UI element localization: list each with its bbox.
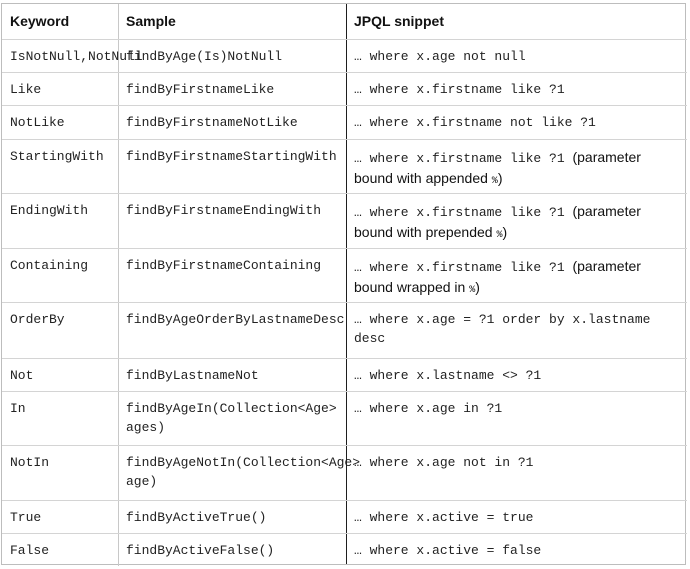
percent-symbol: % bbox=[496, 230, 503, 241]
percent-symbol: % bbox=[469, 285, 476, 296]
table-row: EndingWith findByFirstnameEndingWith … w… bbox=[2, 194, 687, 249]
sample-cell: findByActiveFalse() bbox=[126, 543, 275, 558]
table-row: Not findByLastnameNot … where x.lastname… bbox=[2, 359, 687, 392]
jpql-keyword-table: Keyword Sample JPQL snippet IsNotNull,No… bbox=[1, 3, 687, 566]
sample-cell: findByAgeNotIn(Collection<Age> age) bbox=[118, 446, 360, 489]
keyword-cell: StartingWith bbox=[10, 149, 104, 164]
jpql-cell: … where x.firstname like ?1 bbox=[354, 82, 565, 97]
jpql-cell: … where x.active = false bbox=[354, 543, 542, 558]
keyword-cell: False bbox=[10, 543, 50, 558]
keyword-cell: Containing bbox=[10, 258, 89, 273]
jpql-cell: … where x.lastname <> ?1 bbox=[354, 368, 542, 383]
jpql-code-line2: desc bbox=[354, 331, 386, 346]
jpql-cell: … where x.age not null bbox=[354, 49, 526, 64]
jpql-cell: … where x.active = true bbox=[354, 510, 534, 525]
header-keyword: Keyword bbox=[10, 13, 70, 29]
column-divider-1 bbox=[118, 4, 119, 566]
column-divider-2 bbox=[346, 4, 347, 564]
percent-symbol: % bbox=[491, 176, 498, 187]
jpql-code: … where x.firstname like ?1 bbox=[354, 260, 565, 275]
keyword-cell: Not bbox=[10, 368, 34, 383]
jpql-note: (parameter bbox=[572, 149, 641, 165]
jpql-note-close: ) bbox=[502, 224, 508, 240]
jpql-note-line2: bound with appended %) bbox=[354, 170, 686, 187]
jpql-note-text: bound with appended bbox=[354, 170, 488, 186]
jpql-note-close: ) bbox=[475, 279, 480, 295]
jpql-cell: … where x.firstname not like ?1 bbox=[354, 115, 596, 130]
keyword-cell: OrderBy bbox=[10, 312, 65, 327]
header-sample: Sample bbox=[126, 13, 176, 29]
keyword-cell: In bbox=[10, 401, 26, 416]
jpql-code: … where x.firstname like ?1 bbox=[354, 151, 565, 166]
sample-code: findByAgeNotIn(Collection<Age> bbox=[126, 455, 361, 470]
table-row: IsNotNull,NotNull findByAge(Is)NotNull …… bbox=[2, 40, 687, 73]
jpql-cell: … where x.firstname like ?1 (parameter b… bbox=[346, 194, 686, 241]
sample-cell: findByFirstnameLike bbox=[126, 82, 275, 97]
jpql-cell: … where x.age in ?1 bbox=[354, 401, 503, 416]
table-row: Like findByFirstnameLike … where x.first… bbox=[2, 73, 687, 106]
table-header-row: Keyword Sample JPQL snippet bbox=[2, 4, 687, 40]
jpql-note-line2: bound with prepended %) bbox=[354, 224, 686, 241]
jpql-note: (parameter bbox=[572, 203, 641, 219]
sample-cell: findByFirstnameNotLike bbox=[126, 115, 298, 130]
table-row: OrderBy findByAgeOrderByLastnameDesc … w… bbox=[2, 303, 687, 359]
table-row: NotIn findByAgeNotIn(Collection<Age> age… bbox=[2, 446, 687, 501]
jpql-code: … where x.age = ?1 order by x.lastname bbox=[354, 312, 651, 327]
table-row: False findByActiveFalse() … where x.acti… bbox=[2, 534, 687, 566]
jpql-note-text: bound with prepended bbox=[354, 224, 493, 240]
jpql-note-text: bound wrapped in bbox=[354, 279, 466, 295]
jpql-cell: … where x.age = ?1 order by x.lastname d… bbox=[346, 303, 686, 346]
sample-code-line2: ages) bbox=[126, 420, 166, 435]
sample-cell: findByAgeOrderByLastnameDesc bbox=[126, 312, 345, 327]
jpql-cell: … where x.age not in ?1 bbox=[354, 455, 534, 470]
header-jpql-snippet: JPQL snippet bbox=[354, 13, 444, 29]
jpql-note-line2: bound wrapped in %) bbox=[354, 279, 686, 296]
keyword-cell: EndingWith bbox=[10, 203, 89, 218]
sample-cell: findByAge(Is)NotNull bbox=[126, 49, 283, 64]
sample-cell: findByAgeIn(Collection<Age> ages) bbox=[118, 392, 346, 435]
sample-cell: findByFirstnameStartingWith bbox=[126, 149, 337, 164]
table-row: True findByActiveTrue() … where x.active… bbox=[2, 501, 687, 534]
keyword-cell: True bbox=[10, 510, 42, 525]
table-row: Containing findByFirstnameContaining … w… bbox=[2, 249, 687, 303]
jpql-code: … where x.firstname like ?1 bbox=[354, 205, 565, 220]
sample-cell: findByActiveTrue() bbox=[126, 510, 267, 525]
sample-cell: findByFirstnameContaining bbox=[126, 258, 322, 273]
table-row: StartingWith findByFirstnameStartingWith… bbox=[2, 140, 687, 194]
table-row: NotLike findByFirstnameNotLike … where x… bbox=[2, 106, 687, 140]
keyword-cell: NotIn bbox=[10, 455, 50, 470]
keyword-cell: IsNotNull,NotNull bbox=[10, 49, 143, 64]
sample-cell: findByLastnameNot bbox=[126, 368, 259, 383]
jpql-note-close: ) bbox=[497, 170, 503, 186]
keyword-cell: Like bbox=[10, 82, 42, 97]
sample-code: findByAgeIn(Collection<Age> bbox=[126, 401, 337, 416]
jpql-cell: … where x.firstname like ?1 (parameter b… bbox=[346, 249, 686, 296]
sample-cell: findByFirstnameEndingWith bbox=[126, 203, 322, 218]
keyword-cell: NotLike bbox=[10, 115, 65, 130]
table-row: In findByAgeIn(Collection<Age> ages) … w… bbox=[2, 392, 687, 446]
jpql-note: (parameter bbox=[572, 258, 641, 274]
jpql-cell: … where x.firstname like ?1 (parameter b… bbox=[346, 140, 686, 187]
sample-code-line2: age) bbox=[126, 474, 158, 489]
